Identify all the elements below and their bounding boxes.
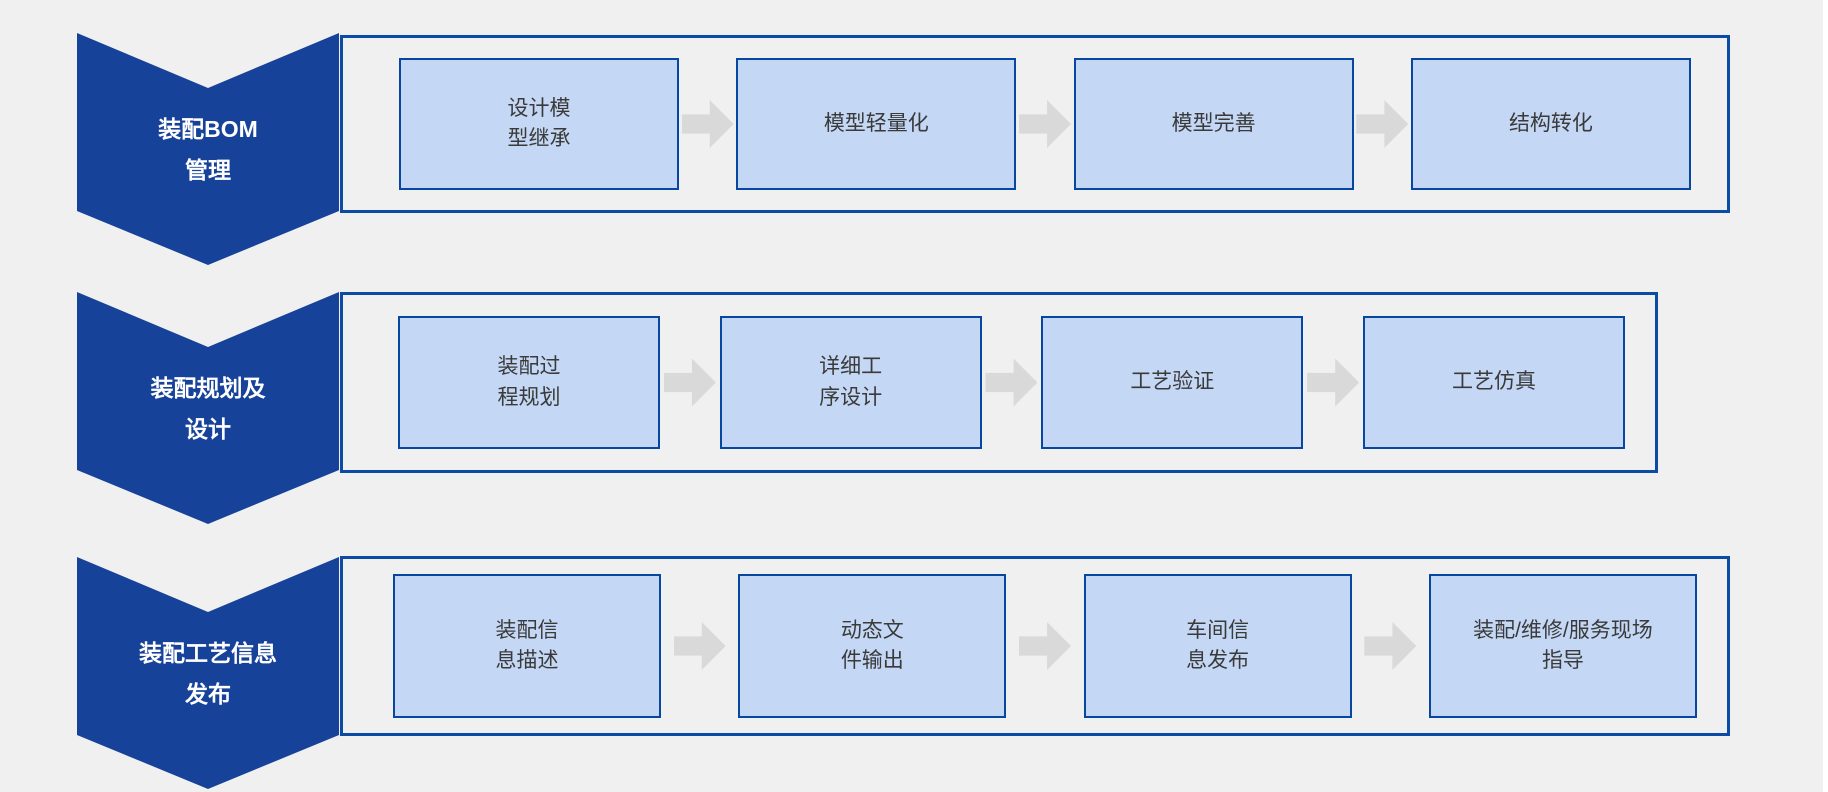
step-label: 序设计 (819, 385, 883, 409)
process-step: 车间信 息发布 (1083, 574, 1352, 718)
step-label: 模型完善 (1171, 111, 1256, 135)
step-label: 详细工 (819, 355, 883, 379)
stage-banner-bom: 装配BOM 管理 (77, 33, 339, 265)
arrow-right-icon (681, 100, 734, 148)
step-label: 指导 (1541, 649, 1584, 672)
arrow-right-icon (1307, 358, 1360, 407)
step-label: 息描述 (495, 649, 559, 672)
arrow-right-icon (673, 622, 726, 670)
step-label: 工艺验证 (1130, 370, 1215, 394)
process-step: 模型轻量化 (736, 58, 1017, 190)
process-step: 装配过 程规划 (398, 316, 660, 449)
stage-banner-release: 装配工艺信息 发布 (77, 557, 339, 789)
process-step: 工艺仿真 (1362, 316, 1625, 449)
process-step: 设计模 型继承 (399, 58, 679, 190)
step-label: 程规划 (497, 385, 561, 409)
step-label: 动态文 (840, 618, 904, 642)
stage-label: 发布 (185, 681, 231, 707)
stage-label: 设计 (185, 416, 231, 442)
arrow-right-icon (663, 358, 716, 407)
process-step: 结构转化 (1410, 58, 1691, 190)
stage-label: 装配工艺信息 (139, 639, 277, 666)
process-step: 工艺验证 (1041, 316, 1304, 449)
process-panel-release: 装配信 息描述 动态文 件输出 车间信 息发布 装配/维修/服务现场 指导 (340, 556, 1730, 736)
process-panel-planning: 装配过 程规划 详细工 序设计 工艺验证 工艺仿真 (340, 292, 1658, 473)
process-step: 模型完善 (1073, 58, 1354, 190)
step-label: 结构转化 (1508, 111, 1593, 135)
stage-label: 装配BOM (158, 115, 258, 142)
window-edge-strip (1823, 0, 1828, 792)
step-label: 模型轻量化 (823, 111, 929, 135)
arrow-right-icon (985, 358, 1038, 407)
arrow-right-icon (1364, 622, 1417, 670)
stage-banner-planning: 装配规划及 设计 (77, 292, 339, 524)
step-label: 装配信 (495, 618, 559, 642)
process-step: 动态文 件输出 (738, 574, 1007, 718)
step-label: 装配过 (497, 355, 561, 379)
step-label: 装配/维修/服务现场 (1473, 618, 1653, 642)
arrow-right-icon (1356, 100, 1409, 148)
step-label: 型继承 (507, 127, 571, 150)
arrow-right-icon (1018, 100, 1071, 148)
stage-label: 管理 (185, 157, 231, 183)
step-label: 设计模 (507, 96, 571, 120)
step-label: 工艺仿真 (1451, 370, 1536, 394)
step-label: 件输出 (840, 649, 904, 672)
process-step: 装配/维修/服务现场 指导 (1428, 574, 1697, 718)
process-step: 详细工 序设计 (719, 316, 982, 449)
step-label: 息发布 (1186, 649, 1250, 672)
arrow-right-icon (1018, 622, 1071, 670)
process-panel-bom: 设计模 型继承 模型轻量化 模型完善 结构转化 (340, 35, 1730, 213)
stage-label: 装配规划及 (150, 374, 266, 401)
process-step: 装配信 息描述 (393, 574, 661, 718)
step-label: 车间信 (1186, 618, 1250, 642)
